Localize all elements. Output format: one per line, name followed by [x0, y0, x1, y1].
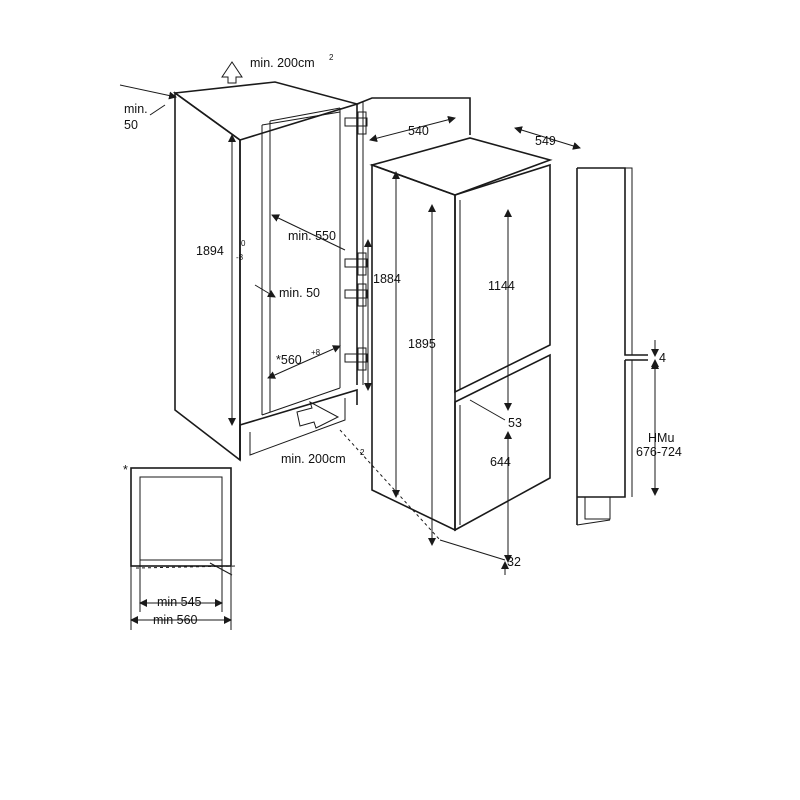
vent-bottom-label: min. 200cm [281, 452, 346, 466]
niche-height-tol-lower: -8 [236, 253, 244, 262]
depth-appliance-label: 549 [535, 134, 556, 148]
bottom-gap-label: 32 [507, 555, 521, 569]
min-545-label: min 545 [157, 595, 202, 609]
depth-niche-label: 540 [408, 124, 429, 138]
hmu-title: HMu [648, 431, 674, 445]
hmu-range: 676-724 [636, 445, 682, 459]
appliance-fridge [369, 137, 553, 532]
hinge-bottom [344, 347, 368, 371]
appliance-height-label: 1895 [408, 337, 436, 351]
vent-top-label: min. 200cm [250, 56, 315, 70]
door-gap-label: 53 [508, 416, 522, 430]
vent-top-arrow-icon [221, 61, 243, 84]
niche-height-label: 1894 [196, 244, 224, 258]
hinge-top [344, 111, 368, 135]
vent-bottom-arrow-icon [296, 400, 340, 429]
min-560-label: min 560 [153, 613, 198, 627]
niche-height-tol-upper: 0 [241, 239, 246, 248]
door-gap-side-label: 4 [659, 351, 666, 365]
hinge-mid2 [344, 283, 368, 307]
niche-cross-section: * min 545 min 560 [123, 463, 237, 630]
niche-cabinet [172, 81, 471, 462]
niche-width-label: *560 [276, 353, 302, 367]
upper-door-label: 1144 [488, 279, 515, 293]
hinge-height-label: 1884 [373, 272, 401, 286]
side-profile [576, 167, 648, 526]
rear-gap-label: min. 50 [279, 286, 320, 300]
niche-depth-label: min. 550 [288, 229, 336, 243]
hinge-mid1 [344, 252, 368, 276]
lower-door-label: 644 [490, 455, 511, 469]
gap-top-value: 50 [124, 118, 138, 132]
asterisk-label: * [123, 463, 128, 477]
niche-width-tol: +8 [311, 348, 321, 357]
gap-top-label: min. [124, 102, 148, 116]
vent-bottom-sup: 2 [360, 448, 365, 457]
vent-top-sup: 2 [329, 53, 334, 62]
